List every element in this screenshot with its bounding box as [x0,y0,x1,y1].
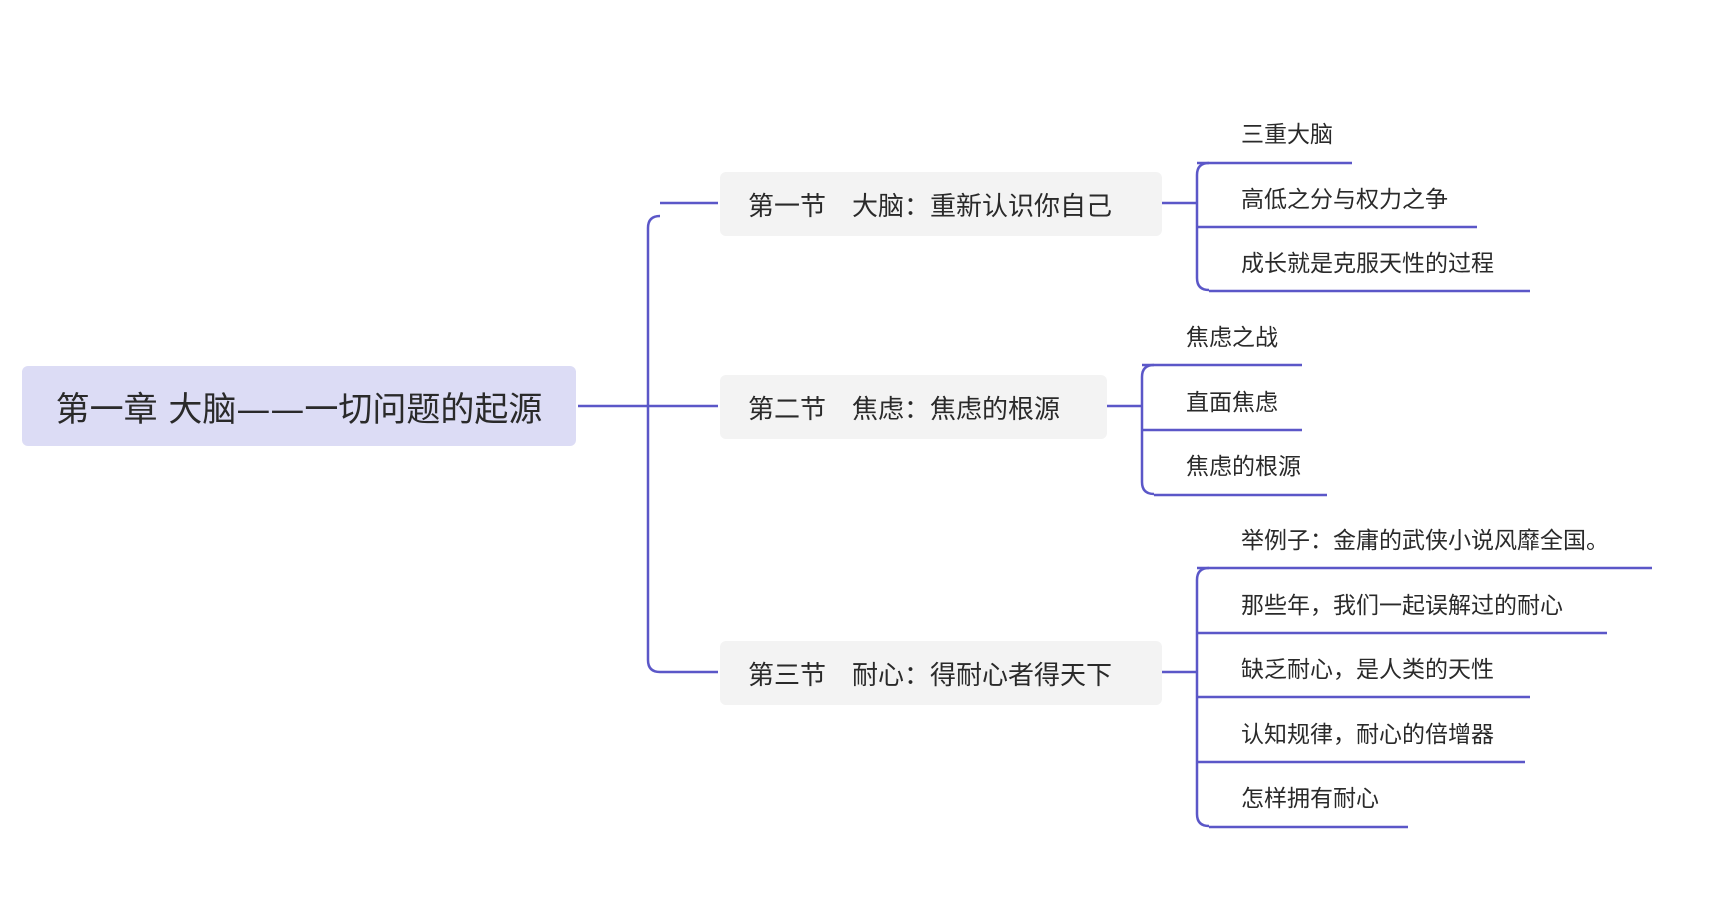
root-topic[interactable]: 第一章 大脑——一切问题的起源 [22,366,576,446]
subtopic-2-2[interactable]: 直面焦虑 [1186,390,1278,416]
subtopic-3-2[interactable]: 那些年，我们一起误解过的耐心 [1241,593,1563,619]
subtopic-1-2[interactable]: 高低之分与权力之争 [1241,187,1448,213]
section-topic-3[interactable]: 第三节 耐心：得耐心者得天下 [720,641,1162,705]
subtopic-3-5[interactable]: 怎样拥有耐心 [1241,786,1379,812]
trunk-line [646,214,661,674]
subtopic-1-1[interactable]: 三重大脑 [1241,122,1333,148]
subtopic-3-4[interactable]: 认知规律，耐心的倍增器 [1241,722,1494,748]
subtopic-2-3[interactable]: 焦虑的根源 [1186,454,1301,480]
subtopic-3-3[interactable]: 缺乏耐心，是人类的天性 [1241,657,1494,683]
subtopic-1-3[interactable]: 成长就是克服天性的过程 [1241,251,1494,277]
section-topic-1[interactable]: 第一节 大脑：重新认识你自己 [720,172,1162,236]
subtopic-3-1[interactable]: 举例子：金庸的武侠小说风靡全国。 [1241,528,1609,554]
subtopic-2-1[interactable]: 焦虑之战 [1186,325,1278,351]
section-topic-2[interactable]: 第二节 焦虑：焦虑的根源 [720,375,1107,439]
